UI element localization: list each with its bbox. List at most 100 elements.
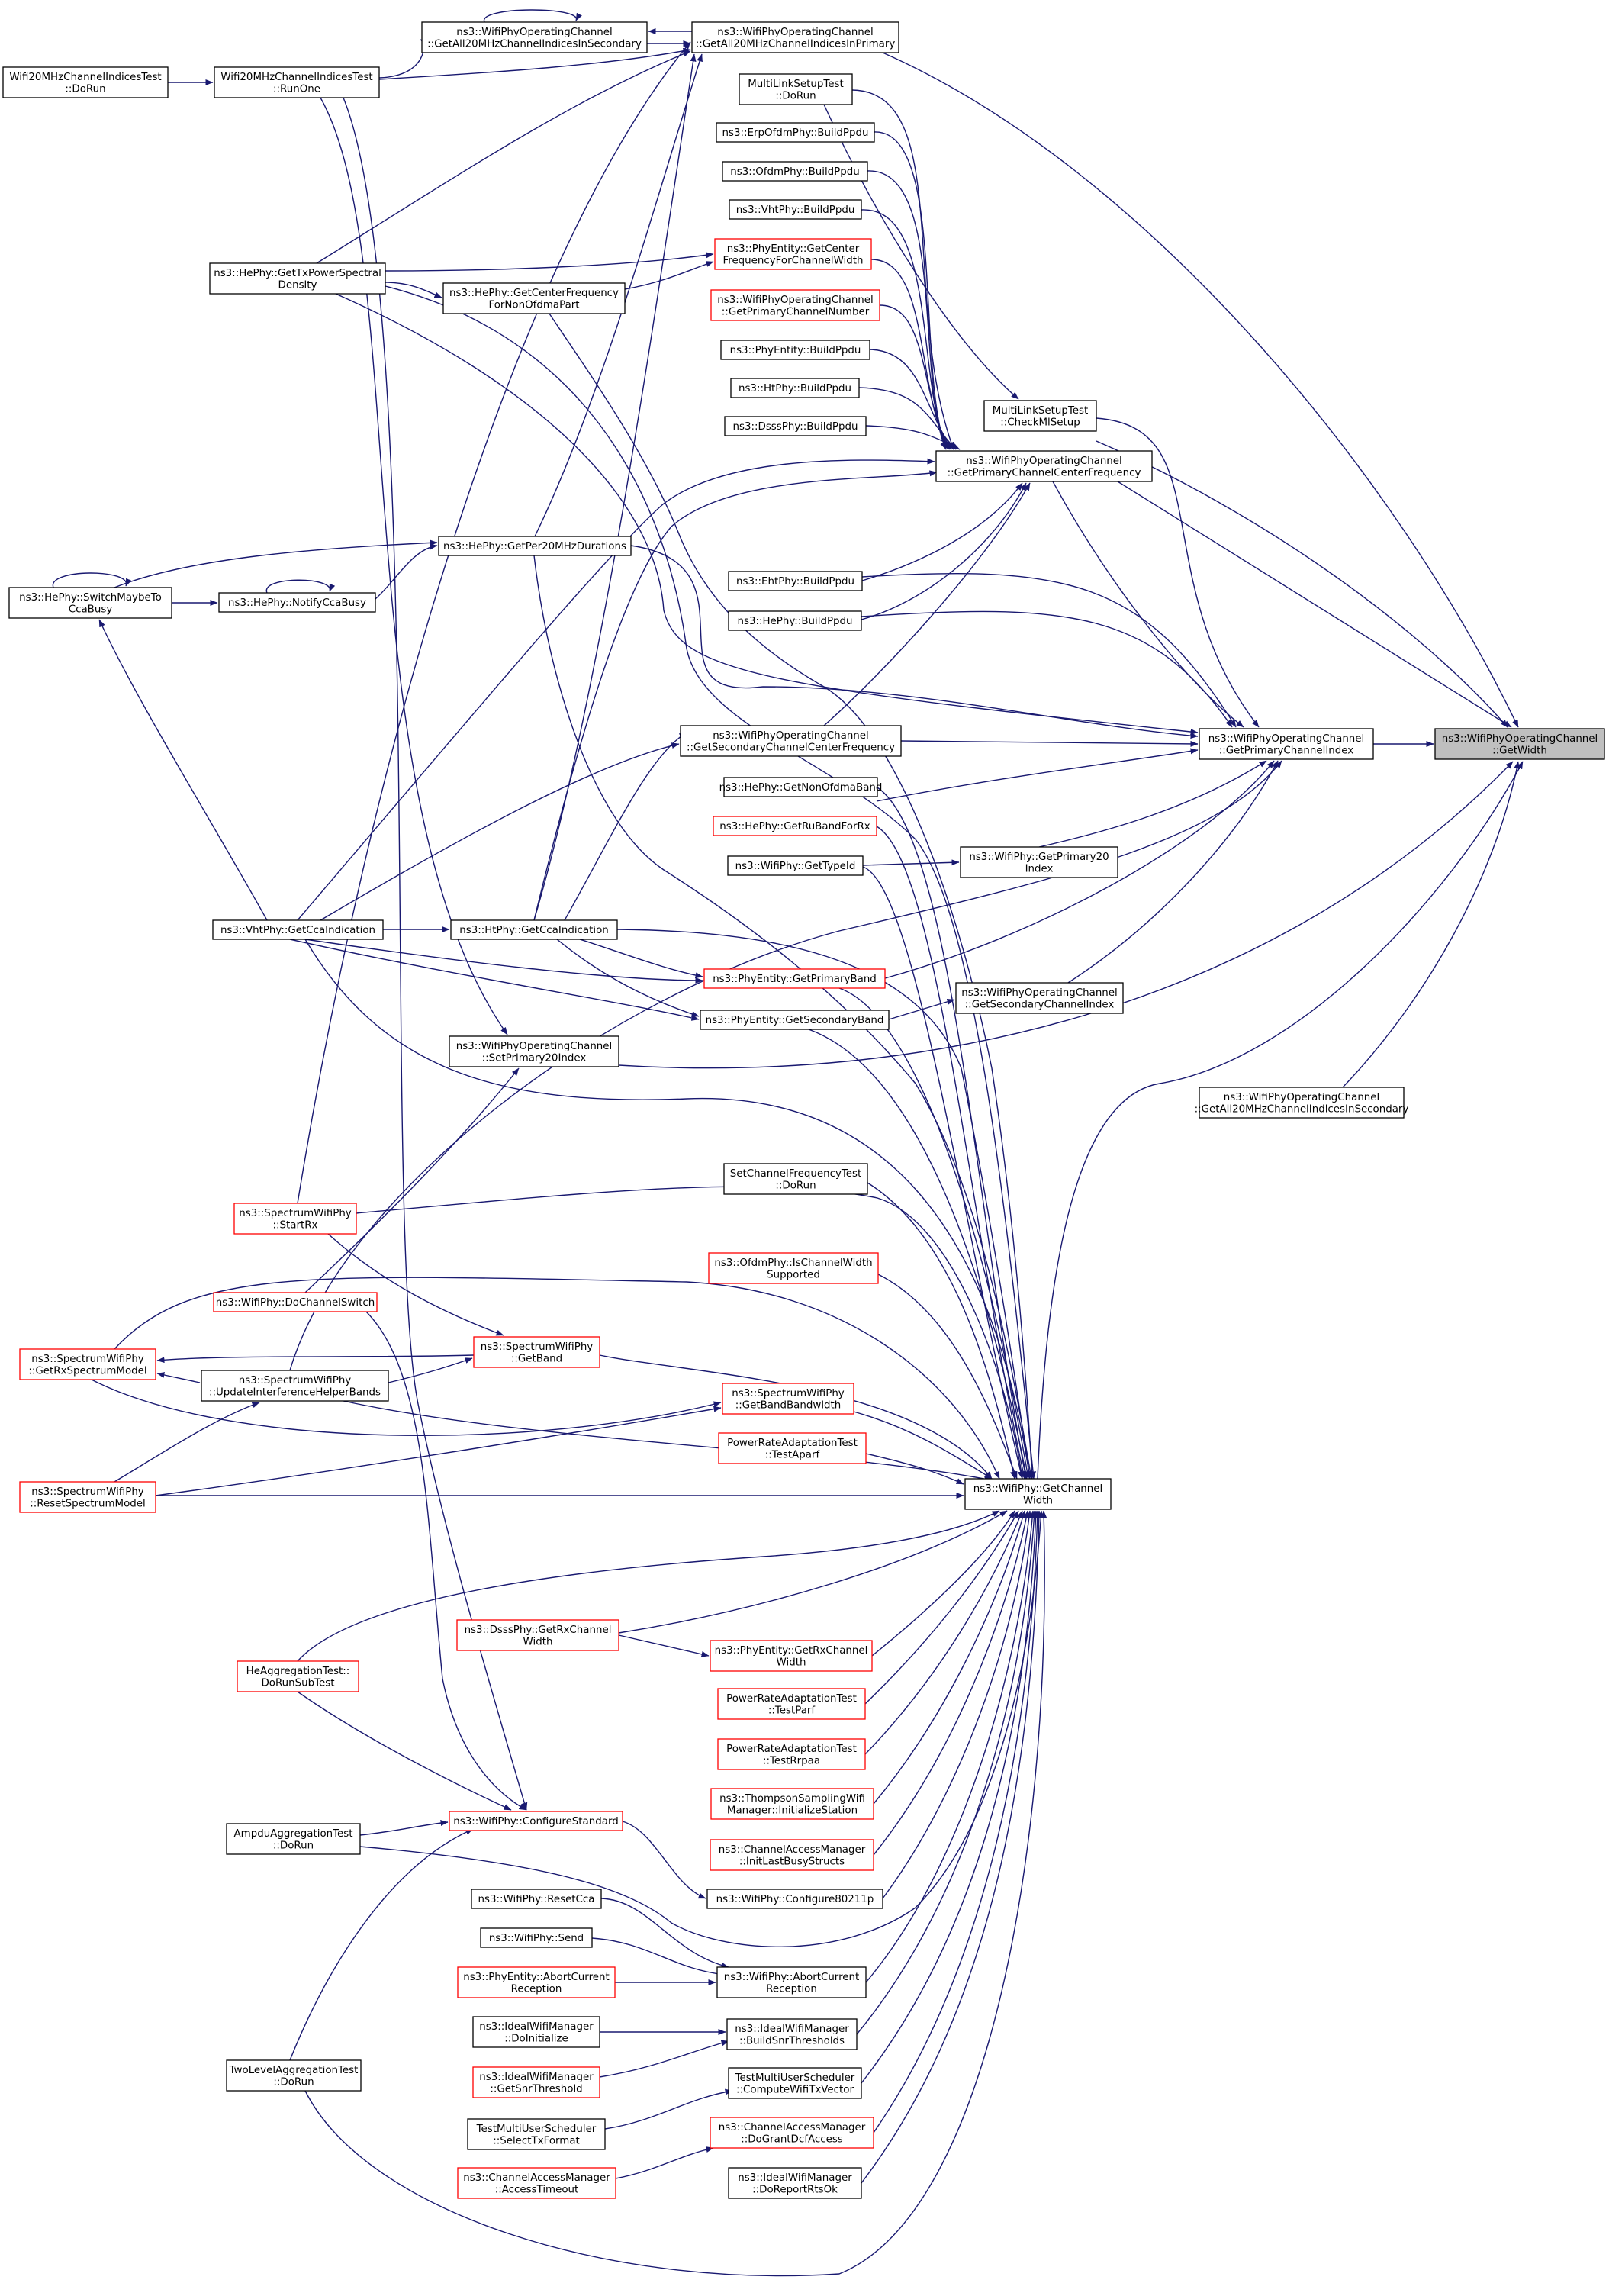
node-box[interactable]	[710, 1839, 874, 1871]
node-box[interactable]	[983, 400, 1097, 432]
node-box[interactable]	[964, 1478, 1112, 1510]
node-updateinterf[interactable]: ns3::SpectrumWifiPhy::UpdateInterference…	[201, 1370, 389, 1402]
node-box[interactable]	[703, 968, 886, 989]
node-idealbuildsnr[interactable]: ns3::IdealWifiManager::BuildSnrThreshold…	[726, 2018, 858, 2050]
node-box[interactable]	[716, 122, 875, 143]
node-spectrumstartrx[interactable]: ns3::SpectrumWifiPhy::StartRx	[233, 1203, 357, 1235]
node-vhtbuild[interactable]: ns3::VhtPhy::BuildPpdu	[729, 199, 862, 220]
node-all20sec-top[interactable]: ns3::WifiPhyOperatingChannel::GetAll20MH…	[421, 21, 648, 53]
node-box[interactable]	[726, 2018, 858, 2050]
node-box[interactable]	[710, 1788, 874, 1820]
node-all20sec-right[interactable]: ns3::WifiPhyOperatingChannel::GetAll20MH…	[1195, 1087, 1409, 1119]
node-box[interactable]	[722, 161, 868, 182]
node-henotify[interactable]: ns3::HePhy::NotifyCcaBusy	[218, 592, 376, 613]
node-box[interactable]	[226, 2059, 362, 2092]
node-setprim20[interactable]: ns3::WifiPhyOperatingChannel::SetPrimary…	[449, 1035, 619, 1067]
node-thompson[interactable]: ns3::ThompsonSamplingWifiManager::Initia…	[710, 1788, 874, 1820]
node-box[interactable]	[710, 2117, 874, 2149]
node-box[interactable]	[214, 66, 380, 98]
node-box[interactable]	[728, 610, 862, 631]
node-herubandrx[interactable]: ns3::HePhy::GetRuBandForRx	[713, 816, 877, 836]
node-box[interactable]	[450, 919, 618, 940]
node-box[interactable]	[472, 2066, 600, 2098]
node-ehtbuild[interactable]: ns3::EhtPhy::BuildPpdu	[728, 571, 863, 591]
node-heaggsub[interactable]: HeAggregationTest::DoRunSubTest	[237, 1660, 359, 1692]
node-box[interactable]	[960, 846, 1118, 878]
node-box[interactable]	[706, 1889, 883, 1909]
node-ampduagg[interactable]: AmpduAggregationTest::DoRun	[226, 1823, 361, 1855]
node-ofdmbuild[interactable]: ns3::OfdmPhy::BuildPpdu	[722, 161, 868, 182]
node-box[interactable]	[710, 1640, 873, 1672]
node-htbuild[interactable]: ns3::HtPhy::BuildPpdu	[730, 378, 860, 398]
node-box[interactable]	[209, 262, 386, 295]
node-secondcenter[interactable]: ns3::WifiPhyOperatingChannel::GetSeconda…	[680, 725, 902, 757]
node-camgrant[interactable]: ns3::ChannelAccessManager::DoGrantDcfAcc…	[710, 2117, 874, 2149]
node-phyprimband[interactable]: ns3::PhyEntity::GetPrimaryBand	[703, 968, 886, 989]
node-wifigettypeid[interactable]: ns3::WifiPhy::GetTypeId	[727, 855, 864, 876]
node-box[interactable]	[955, 982, 1124, 1014]
node-getprimchnum[interactable]: ns3::WifiPhyOperatingChannel::GetPrimary…	[710, 289, 880, 321]
node-setchfreqtest[interactable]: SetChannelFrequencyTest::DoRun	[723, 1163, 868, 1195]
node-wifi20runone[interactable]: Wifi20MHzChannelIndicesTest::RunOne	[214, 66, 380, 98]
node-box[interactable]	[700, 1010, 890, 1030]
node-box[interactable]	[713, 816, 877, 836]
node-getrxspectrum[interactable]: ns3::SpectrumWifiPhy::GetRxSpectrumModel	[19, 1348, 156, 1380]
node-box[interactable]	[724, 416, 867, 436]
node-wifi20dorun[interactable]: Wifi20MHzChannelIndicesTest::DoRun	[2, 66, 169, 98]
node-box[interactable]	[708, 1252, 879, 1284]
node-box[interactable]	[728, 2167, 862, 2199]
node-erpbuild[interactable]: ns3::ErpOfdmPhy::BuildPpdu	[716, 122, 875, 143]
node-box[interactable]	[472, 2016, 600, 2048]
node-box[interactable]	[449, 1811, 623, 1831]
node-box[interactable]	[473, 1336, 600, 1368]
node-box[interactable]	[717, 1688, 866, 1720]
node-box[interactable]	[438, 536, 632, 556]
node-box[interactable]	[442, 282, 626, 314]
node-box[interactable]	[680, 725, 902, 757]
node-box[interactable]	[728, 571, 863, 591]
node-box[interactable]	[467, 2118, 606, 2150]
node-box[interactable]	[421, 21, 648, 53]
node-getwidth[interactable]: ns3::WifiPhyOperatingChannel::GetWidth	[1434, 728, 1605, 760]
node-htcca[interactable]: ns3::HtPhy::GetCcaIndication	[450, 919, 618, 940]
node-box[interactable]	[19, 1348, 156, 1380]
node-physecband[interactable]: ns3::PhyEntity::GetSecondaryBand	[700, 1010, 890, 1030]
node-box[interactable]	[218, 592, 376, 613]
node-box[interactable]	[2, 66, 169, 98]
node-box[interactable]	[727, 855, 864, 876]
node-box[interactable]	[457, 2167, 616, 2199]
node-idealdoinit[interactable]: ns3::IdealWifiManager::DoInitialize	[472, 2016, 600, 2048]
node-dochswitch[interactable]: ns3::WifiPhy::DoChannelSwitch	[213, 1292, 378, 1312]
node-idealgetsnr[interactable]: ns3::IdealWifiManager::GetSnrThreshold	[472, 2066, 600, 2098]
node-box[interactable]	[710, 289, 880, 321]
node-checkml[interactable]: MultiLinkSetupTest::CheckMlSetup	[983, 400, 1097, 432]
node-heper20[interactable]: ns3::HePhy::GetPer20MHzDurations	[438, 536, 632, 556]
node-box[interactable]	[8, 587, 172, 619]
node-all20prim[interactable]: ns3::WifiPhyOperatingChannel::GetAll20MH…	[691, 21, 899, 53]
node-box[interactable]	[714, 238, 872, 270]
node-camtimeout[interactable]: ns3::ChannelAccessManager::AccessTimeout	[457, 2167, 616, 2199]
node-tmusselect[interactable]: TestMultiUserScheduler::SelectTxFormat	[467, 2118, 606, 2150]
node-box[interactable]	[723, 777, 878, 797]
node-primaryidx[interactable]: ns3::WifiPhyOperatingChannel::GetPrimary…	[1199, 728, 1374, 760]
node-henonofdma[interactable]: ns3::HePhy::GetNonOfdmaBand	[719, 777, 883, 797]
node-box[interactable]	[237, 1660, 359, 1692]
node-box[interactable]	[1434, 728, 1605, 760]
node-box[interactable]	[226, 1823, 361, 1855]
node-box[interactable]	[729, 199, 862, 220]
node-box[interactable]	[233, 1203, 357, 1235]
node-idealreportrts[interactable]: ns3::IdealWifiManager::DoReportRtsOk	[728, 2167, 862, 2199]
node-camlastbusy[interactable]: ns3::ChannelAccessManager::InitLastBusyS…	[710, 1839, 874, 1871]
node-box[interactable]	[717, 1738, 866, 1770]
node-primcenter[interactable]: ns3::WifiPhyOperatingChannel::GetPrimary…	[935, 450, 1153, 482]
node-getbandbw[interactable]: ns3::SpectrumWifiPhy::GetBandBandwidth	[722, 1383, 854, 1415]
node-box[interactable]	[201, 1370, 389, 1402]
node-box[interactable]	[723, 1163, 868, 1195]
node-box[interactable]	[691, 21, 899, 53]
